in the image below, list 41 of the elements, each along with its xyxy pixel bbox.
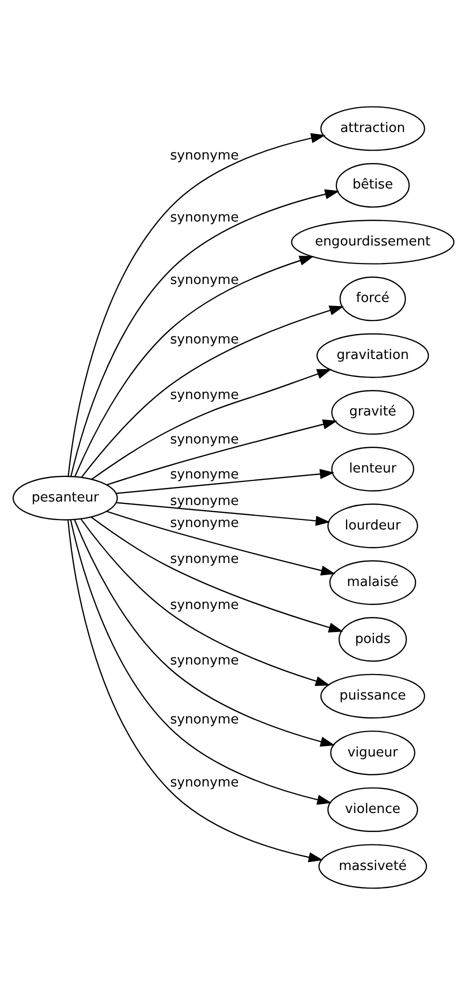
node-ellipse: puissance (320, 674, 426, 718)
arrow (106, 419, 338, 486)
node-ellipse: poids (338, 617, 407, 662)
node-ellipse: massiveté (318, 844, 428, 889)
node-ellipse: gravité (331, 390, 414, 435)
node-ellipse: malaisé (329, 560, 416, 605)
edge-label: synonyme (170, 432, 239, 448)
arrow (80, 518, 330, 686)
node-ellipse: lenteur (331, 446, 414, 492)
arrow (116, 502, 330, 526)
arrow (74, 520, 335, 747)
node-ellipse: attraction (320, 106, 426, 151)
edge-label: synonyme (170, 468, 239, 483)
node-ellipse: lourdeur (327, 504, 418, 548)
edge-label: synonyme (170, 273, 239, 288)
edge-label: synonyme (170, 775, 239, 790)
arrow (74, 256, 314, 477)
node-ellipse: bêtise (336, 162, 410, 208)
node-ellipse: pesanteur (12, 476, 118, 520)
arrow (91, 369, 332, 480)
edge-label: synonyme (170, 712, 239, 728)
edge-label: synonyme (170, 332, 239, 348)
edge-label: synonyme (170, 148, 239, 164)
edge-label: synonyme (170, 494, 239, 510)
arrow (106, 510, 336, 576)
edge-label: synonyme (170, 552, 239, 568)
node-ellipse: violence (327, 787, 418, 832)
arrow (70, 189, 340, 476)
edge-label: synonyme (170, 210, 239, 226)
arrow (81, 306, 344, 478)
edge-label: synonyme (170, 598, 239, 613)
node-ellipse: forcé (340, 276, 406, 322)
arrow (67, 520, 324, 862)
node-ellipse: vigueur (330, 730, 416, 776)
arrow (116, 468, 334, 494)
edge-label: synonyme (170, 516, 239, 531)
edge-label: synonyme (170, 388, 239, 403)
arrow (70, 520, 332, 805)
arrow (68, 133, 326, 476)
arrow (90, 516, 344, 632)
edge-label: synonyme (170, 654, 239, 669)
